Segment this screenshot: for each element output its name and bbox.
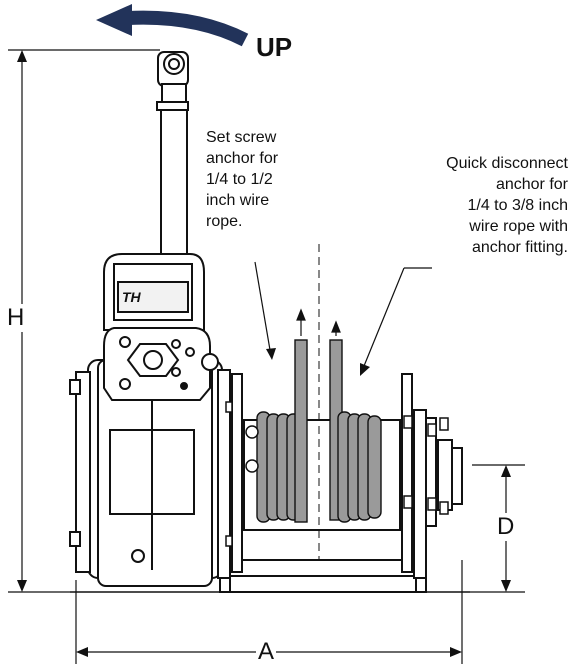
callout-leaders	[254, 261, 432, 376]
cable-coils-right	[329, 339, 382, 523]
quick-disconnect-line-2: anchor for	[495, 176, 568, 193]
quick-disconnect-line-3: 1/4 to 3/8 inch	[467, 197, 568, 214]
set-screw-line-4: inch wire	[206, 192, 270, 209]
quick-disconnect-callout: Quick disconnect anchor for 1/4 to 3/8 i…	[396, 153, 568, 258]
width-label: A	[256, 638, 277, 666]
quick-disconnect-line-5: anchor fitting.	[471, 239, 568, 256]
gearbox-housing: TH	[69, 253, 223, 587]
set-screw-line-3: 1/4 to 1/2	[206, 171, 273, 188]
winch-frame	[217, 369, 463, 593]
height-label: H	[5, 304, 27, 332]
set-screw-anchor	[245, 425, 259, 473]
up-arrow-icon	[96, 4, 249, 47]
set-screw-line-5: rope.	[206, 213, 243, 230]
quick-disconnect-line-4: wire rope with	[469, 218, 568, 235]
depth-dimension-line	[470, 464, 525, 593]
quick-disconnect-line-1: Quick disconnect	[446, 155, 568, 172]
depth-label: D	[495, 513, 517, 541]
up-label: UP	[256, 32, 293, 62]
set-screw-line-1: Set screw	[206, 129, 277, 146]
ratchet-body	[103, 327, 219, 401]
frame-bolts	[225, 401, 449, 547]
set-screw-callout: Set screw anchor for 1/4 to 1/2 inch wir…	[206, 127, 326, 232]
svg-text:TH: TH	[122, 289, 142, 305]
cable-coils-left	[256, 339, 308, 523]
cable-direction-arrows	[296, 308, 341, 336]
set-screw-line-2: anchor for	[206, 150, 279, 167]
